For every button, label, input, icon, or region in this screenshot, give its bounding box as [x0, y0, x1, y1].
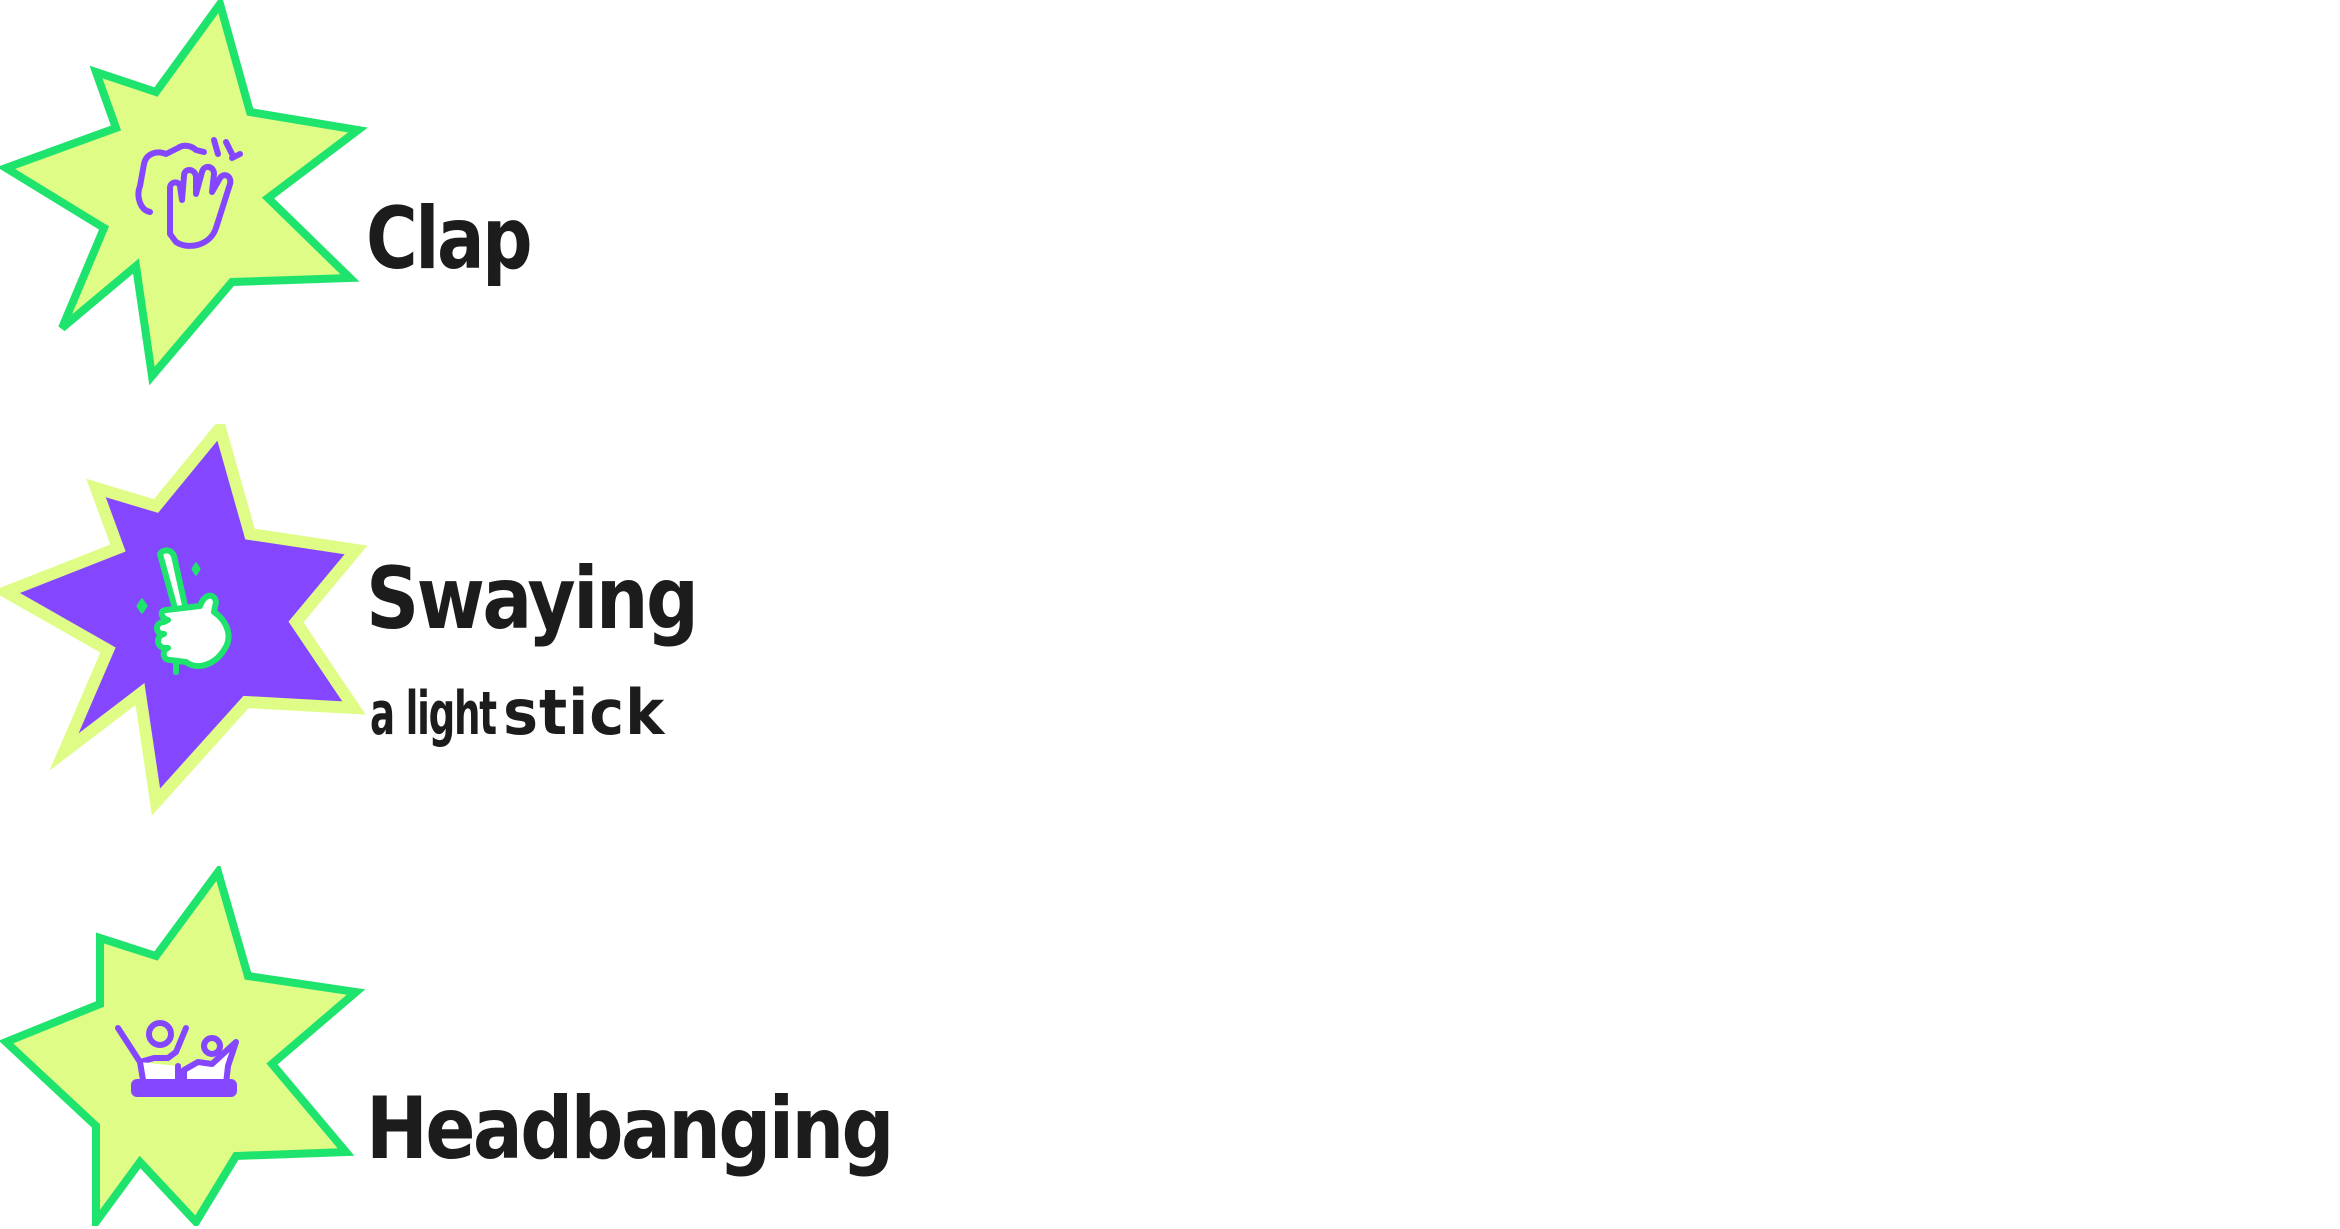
- headbanging-item: Headbanging: [0, 0, 900, 1226]
- clap-item: Clap: [0, 0, 600, 400]
- swaying-subtitle-light: a light: [370, 679, 497, 749]
- cheering-people-icon: [115, 1020, 239, 1097]
- headbanging-star-badge: [0, 866, 366, 1226]
- swaying-subtitle-bold: stick: [502, 676, 666, 749]
- swaying-title: Swaying: [366, 549, 699, 649]
- swaying-star-badge: [0, 424, 368, 816]
- clapping-hands-icon: [135, 137, 243, 249]
- light-stick-hand-icon: [136, 547, 232, 675]
- clap-star-badge: [0, 0, 368, 386]
- clap-title: Clap: [366, 189, 533, 289]
- headbanging-title: Headbanging: [366, 1079, 895, 1179]
